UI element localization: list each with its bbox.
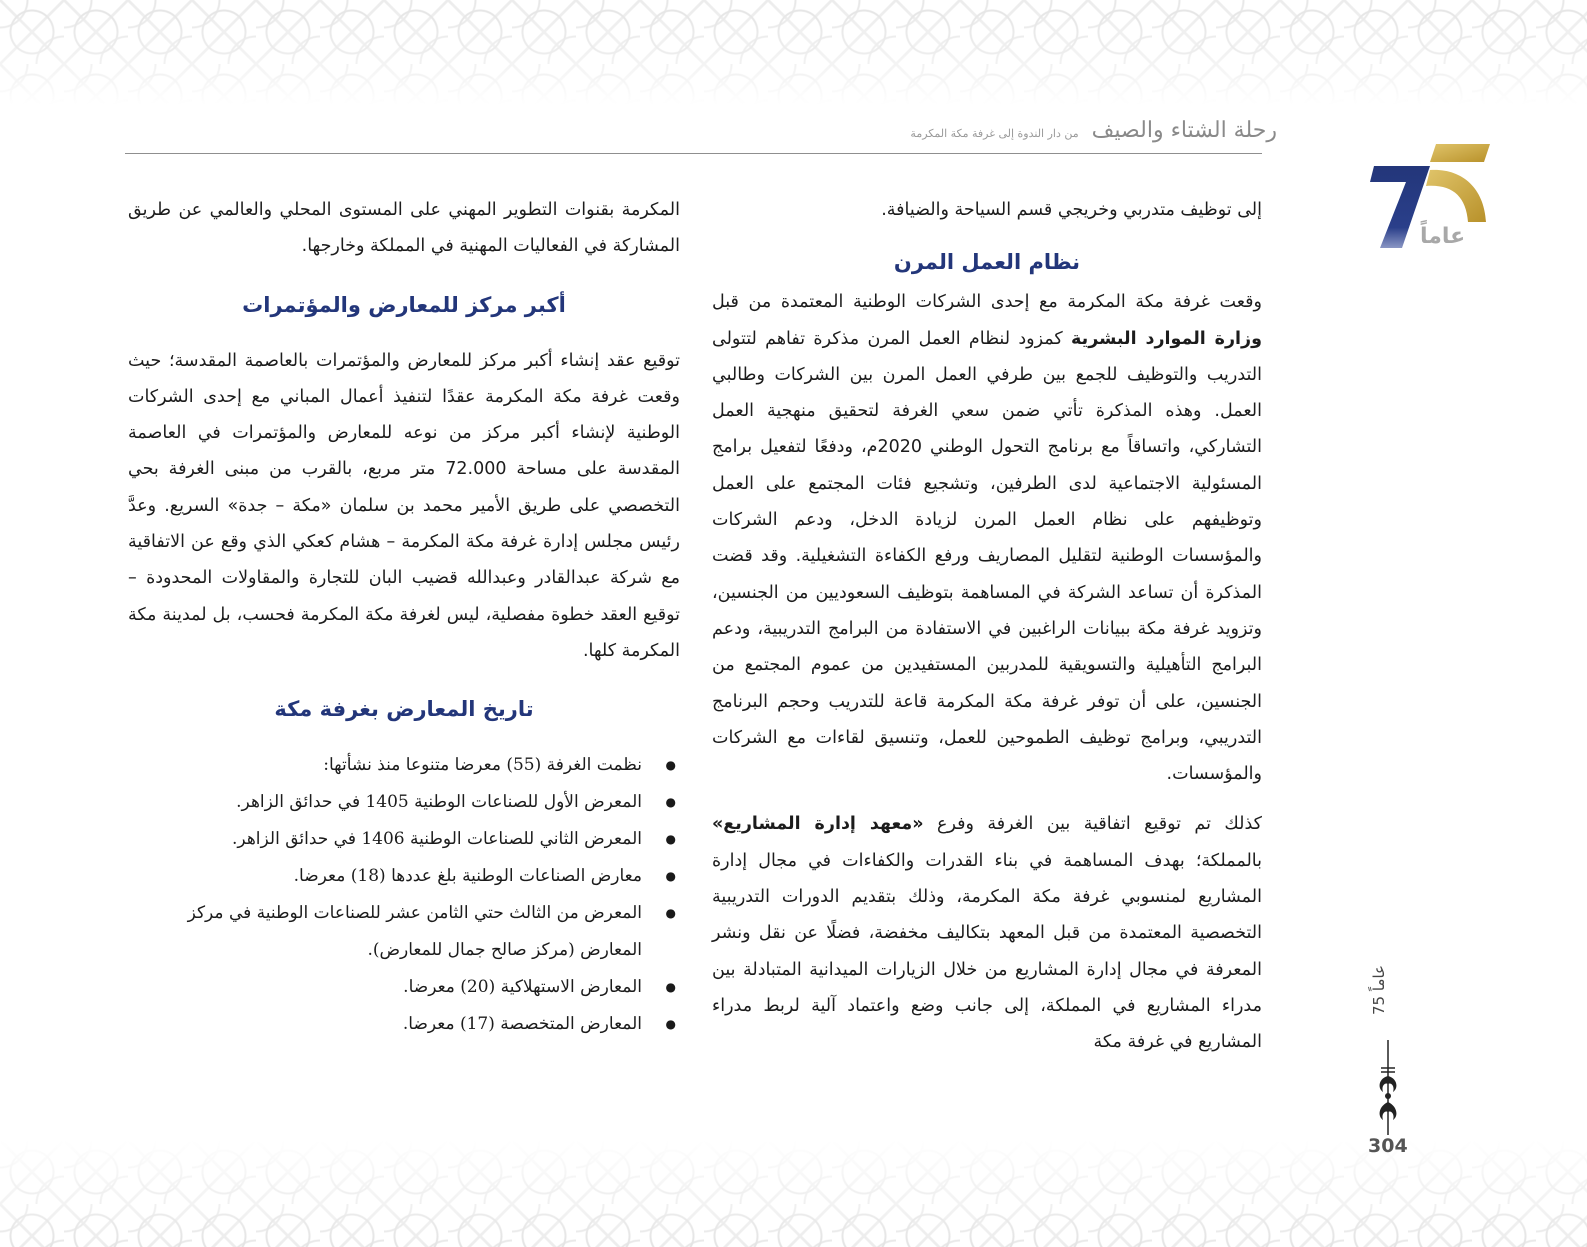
paragraph-text: كذلك تم توقيع اتفاقية بين الغرفة وفرع (923, 814, 1262, 835)
ornament-divider-icon (1379, 1040, 1397, 1135)
bottom-geometric-pattern (0, 1140, 1587, 1247)
list-item: المعرض الأول للصناعات الوطنية 1405 في حد… (128, 784, 680, 821)
paragraph-text: كمزود لنظام العمل المرن مذكرة تفاهم لتتو… (712, 328, 1263, 785)
intro-text: المكرمة بقنوات التطوير المهني على المستو… (128, 200, 680, 257)
list-item: المعارض الاستهلاكية (20) معرضا. (128, 969, 680, 1006)
list-item: المعرض الثاني للصناعات الوطنية 1406 في ح… (128, 821, 680, 858)
left-column: المكرمة بقنوات التطوير المهني على المستو… (128, 192, 680, 1043)
right-column: إلى توظيف متدربي وخريجي قسم السياحة والض… (712, 192, 1262, 1061)
paragraph-flexible-work: وقعت غرفة مكة المكرمة مع إحدى الشركات ال… (712, 284, 1262, 792)
running-header: رحلة الشتاء والصيف من دار الندوة إلى غرف… (910, 118, 1277, 143)
list-item: معارض الصناعات الوطنية بلغ عددها (18) مع… (128, 858, 680, 895)
section-title-flexible-work: نظام العمل المرن (893, 250, 1081, 275)
list-item: المعرض من الثالث حتي الثامن عشر للصناعات… (128, 895, 680, 969)
paragraph-text: بالمملكة؛ بهدف المساهمة في بناء القدرات … (712, 850, 1262, 1053)
running-header-title: رحلة الشتاء والصيف (1091, 118, 1278, 143)
paragraph-pmi-agreement: كذلك تم توقيع اتفاقية بين الغرفة وفرع «م… (712, 806, 1262, 1060)
list-item: نظمت الغرفة (55) معرضا متنوعا منذ نشأتها… (128, 747, 680, 784)
header-divider (125, 153, 1262, 154)
side-margin-label: 75 عاماً (1370, 965, 1388, 1015)
bold-ministry-name: وزارة الموارد البشرية (1071, 328, 1262, 349)
section-title-exhibitions-history: تاريخ المعارض بغرفة مكة (274, 697, 534, 722)
section-title-exhibition-center: أكبر مركز للمعارض والمؤتمرات (242, 292, 566, 317)
logo-label: عاماً (1420, 224, 1466, 249)
page-number: 304 (1368, 1135, 1408, 1157)
list-item: المعارض المتخصصة (17) معرضا. (128, 1006, 680, 1043)
anniversary-75-logo-icon (1370, 144, 1490, 248)
paragraph-text: وقعت غرفة مكة المكرمة مع إحدى الشركات ال… (712, 292, 1262, 313)
bold-institute-name: «معهد إدارة المشاريع» (712, 814, 924, 835)
top-geometric-pattern (0, 0, 1587, 105)
intro-line: إلى توظيف متدربي وخريجي قسم السياحة والض… (881, 200, 1262, 220)
exhibitions-list: نظمت الغرفة (55) معرضا متنوعا منذ نشأتها… (128, 747, 680, 1043)
running-header-subtitle: من دار الندوة إلى غرفة مكة المكرمة (910, 127, 1079, 140)
paragraph-exhibition-center: توقيع عقد إنشاء أكبر مركز للمعارض والمؤت… (128, 350, 680, 661)
